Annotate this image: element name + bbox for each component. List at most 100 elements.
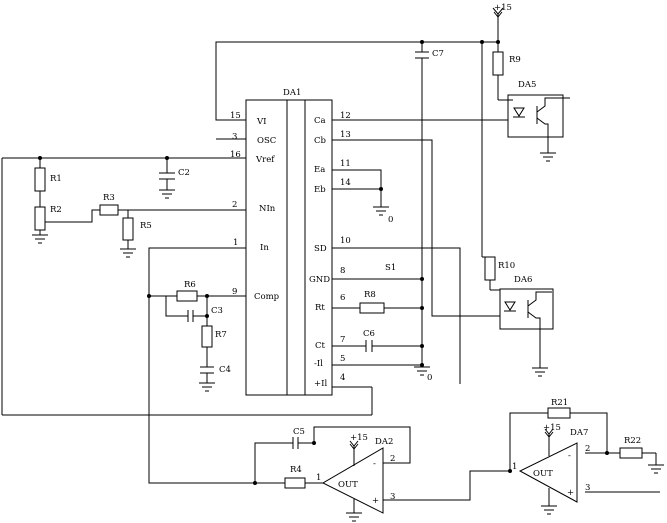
label-r3: R3: [103, 193, 115, 203]
pin-13-num: 13: [340, 130, 351, 140]
pin-9-label: Comp: [254, 292, 280, 302]
resistors: R1 R2 R3 R5 R6 R7 R8 R9 R10 R4 R21 R22: [34, 51, 643, 489]
label-c7: C7: [432, 49, 444, 59]
pin-16-num: 16: [230, 150, 241, 160]
pin-5-label: -Il: [314, 359, 323, 369]
opamp-da7-pin1: 1: [512, 462, 517, 472]
wires: [1, 14, 660, 501]
ground-symbol: [648, 464, 664, 474]
opamp-da7-pin3: 3: [585, 483, 590, 493]
ground-symbol: [199, 382, 215, 392]
opamp-da7-minus: -: [568, 451, 571, 461]
opamp-da2-pin1: 1: [316, 473, 321, 483]
pin-13-label: Cb: [314, 136, 327, 146]
ground-symbol: [373, 206, 389, 216]
label-r4: R4: [290, 465, 302, 475]
resistor-r3: [99, 204, 119, 216]
pin-14-num: 14: [340, 178, 351, 188]
resistor-r5: [122, 217, 134, 241]
label-r22: R22: [624, 436, 641, 446]
resistor-r4: [284, 477, 306, 489]
label-c2: C2: [178, 168, 190, 178]
resistor-r6: [176, 290, 198, 302]
opamp-da2: OUT DA2 1 2 3 - + +15: [316, 433, 395, 514]
label-r6: R6: [184, 280, 196, 290]
ground-symbol: [540, 152, 556, 162]
label-r2: R2: [50, 205, 62, 215]
ground-symbol: [414, 366, 430, 376]
label-c3: C3: [211, 306, 223, 316]
pin-8-num: 8: [340, 266, 345, 276]
resistor-r10: [484, 256, 496, 281]
opamp-da7-pin2: 2: [585, 444, 590, 454]
label-da6: DA6: [514, 275, 532, 285]
pin-16-label: Vref: [255, 155, 275, 165]
pin-9-num: 9: [232, 287, 237, 297]
ground-symbol: [159, 189, 175, 199]
ground-symbol: [532, 367, 548, 377]
pin-15-num: 15: [230, 111, 241, 121]
opamp-da2-pin2: 2: [390, 454, 395, 464]
pin-10-num: 10: [340, 236, 351, 246]
pin-15-label: VI: [256, 117, 267, 127]
resistor-r7: [201, 325, 213, 348]
pin-1-label: In: [260, 243, 269, 253]
resistor-r22: [619, 447, 643, 459]
pin-8-label: GND: [309, 275, 330, 285]
chip-right-pins: Ca 12 Cb 13 Ea 11 Eb 14 SD 10 GND 8 Rt 6…: [309, 111, 351, 389]
opamp-da2-out: OUT: [338, 480, 358, 490]
label-da5: DA5: [518, 80, 536, 90]
pin-6-label: Rt: [315, 303, 325, 313]
opamp-da2-minus: -: [373, 459, 376, 469]
resistor-r2: [34, 206, 46, 231]
opamp-da2-plus: +: [372, 496, 379, 506]
ground-symbol: [541, 505, 557, 515]
ground-label-zero: 0: [427, 373, 432, 383]
grounds: 0 0: [32, 152, 664, 522]
capacitor-c4: [200, 366, 214, 374]
pin-2-num: 2: [232, 200, 237, 210]
chip-da1-name: DA1: [283, 88, 301, 98]
label-r10: R10: [498, 261, 515, 271]
label-c5: C5: [293, 427, 305, 437]
capacitor-c7: [415, 51, 429, 59]
opamp-da2-pin3: 3: [390, 492, 395, 502]
chip-left-pins: 15 VI 3 OSC 16 Vref 2 NIn 1 In 9 Comp: [230, 111, 280, 302]
pin-6-num: 6: [340, 293, 345, 303]
pin-12-num: 12: [340, 111, 351, 121]
junctions: [38, 40, 609, 485]
pin-14-label: Eb: [314, 185, 326, 195]
pin-12-label: Ca: [314, 116, 326, 126]
pin-4-label: +Il: [314, 379, 327, 389]
label-c4: C4: [219, 365, 231, 375]
opamp-da7-plus: +: [567, 488, 574, 498]
pin-10-label: SD: [314, 244, 327, 254]
capacitor-c5: [292, 437, 299, 449]
opamp-da7-supply: +15: [543, 423, 561, 433]
label-r21: R21: [551, 398, 568, 408]
pin-7-label: Ct: [315, 341, 326, 351]
capacitor-c3: [187, 310, 194, 322]
label-da2: DA2: [375, 437, 393, 447]
label-r8: R8: [364, 290, 376, 300]
label-c6: C6: [363, 329, 375, 339]
supply-top-label: +15: [494, 3, 512, 13]
pin-1-num: 1: [233, 238, 238, 248]
opamp-da7-out: OUT: [533, 469, 553, 479]
label-s1: S1: [385, 263, 396, 273]
label-r7: R7: [215, 330, 227, 340]
label-r1: R1: [50, 174, 62, 184]
ground-label-zero: 0: [388, 215, 393, 225]
pin-3-label: OSC: [257, 136, 276, 146]
pin-7-num: 7: [340, 335, 345, 345]
capacitor-c2: [159, 172, 175, 180]
pin-4-num: 4: [340, 373, 345, 383]
capacitors: C2 C3 C4 C6 C7 C5: [159, 49, 444, 449]
ground-symbol: [32, 234, 48, 244]
resistor-r1: [34, 167, 46, 192]
label-r5: R5: [140, 221, 152, 231]
ground-symbol: [346, 512, 362, 522]
resistor-r8: [359, 302, 385, 314]
pin-11-label: Ea: [314, 165, 325, 175]
